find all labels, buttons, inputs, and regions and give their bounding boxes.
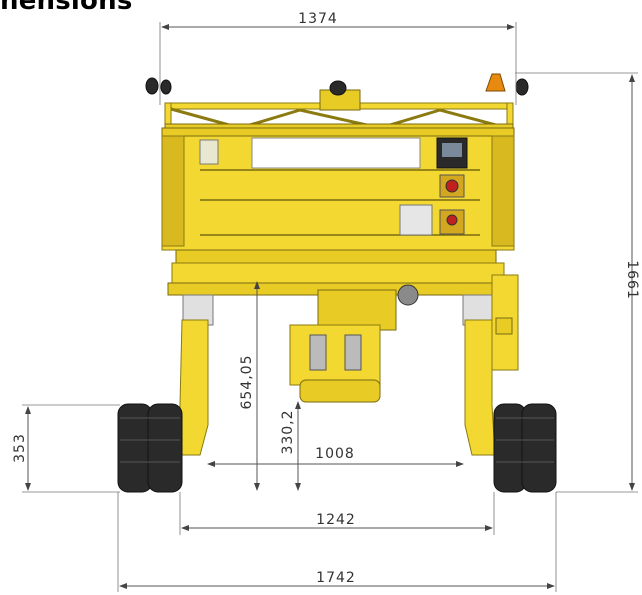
dim-total-height: 1661 [515,72,640,493]
dim-label-1242: 1242 [316,512,356,528]
info-sticker-icon [399,204,433,236]
warning-beacon-icon [485,73,506,92]
dim-label-1008: 1008 [315,446,355,462]
dim-overall-width: 1742 [117,492,557,592]
dim-label-353: 353 [12,433,28,463]
right-leg [464,319,496,456]
right-wheel-icon [493,403,557,493]
left-leg [179,319,209,456]
dim-label-1742: 1742 [316,570,356,586]
lift-mechanism [317,289,397,331]
emergency-stop-icon [445,179,459,193]
dim-inner-width: 1008 [207,446,464,467]
left-lamp-icon [145,77,159,95]
dim-top-width: 1374 [159,11,517,105]
dim-label-1374: 1374 [298,11,338,27]
dim-track-width: 1242 [179,492,495,535]
dim-label-330-2: 330,2 [280,409,296,454]
left-wheel-icon [117,403,183,493]
dim-label-1661: 1661 [624,260,640,300]
blank-label-panel [251,137,421,169]
warning-sticker-icon [199,139,219,165]
machine-front-view [117,73,557,493]
chassis-frame [171,262,505,286]
dim-mast-height: 654,05 [239,281,260,491]
dim-inner-height: 330,2 [280,401,301,491]
dim-wheel-height: 353 [12,404,120,493]
dim-label-654-05: 654,05 [239,355,255,410]
page-title: nensions [0,0,133,16]
